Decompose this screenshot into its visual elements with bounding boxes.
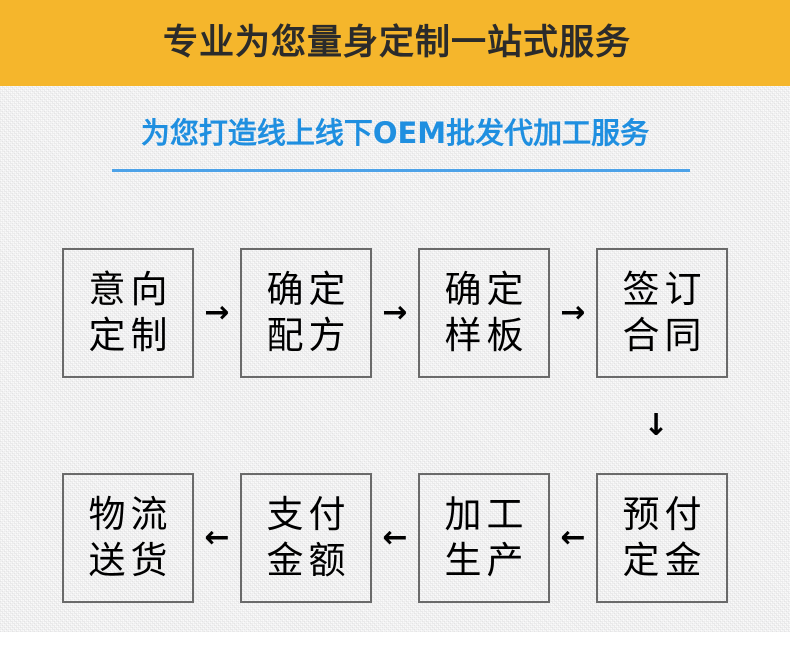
node-line-1: 意向: [88, 267, 173, 311]
flow-node-intent-customization[interactable]: 意向 定制: [62, 248, 194, 378]
subtitle-divider: [112, 169, 690, 172]
node-line-2: 配方: [266, 314, 351, 357]
node-line-1: 预付: [622, 492, 707, 536]
node-line-1: 加工: [444, 492, 529, 536]
node-line-1: 确定: [266, 267, 351, 311]
flow-node-pay-balance[interactable]: 支付 金额: [240, 473, 372, 603]
subtitle-text: 为您打造线上线下OEM批发代加工服务: [140, 116, 650, 150]
arrow-left-icon-1: ←: [204, 520, 230, 555]
arrow-down-icon: ↓: [643, 408, 669, 443]
flow-row-bottom: 物流 送货 ← 支付 金额 ← 加工 生产 ← 预付 定金: [0, 473, 790, 603]
flow-node-confirm-sample[interactable]: 确定 样板: [418, 248, 550, 378]
header-banner: 专业为您量身定制一站式服务: [0, 0, 790, 86]
node-line-2: 定制: [88, 314, 173, 357]
flow-node-sign-contract[interactable]: 签订 合同: [596, 248, 728, 378]
flow-row-top: 意向 定制 → 确定 配方 → 确定 样板 → 签订 合同: [0, 248, 790, 378]
node-line-2: 送货: [88, 539, 173, 582]
node-line-2: 样板: [444, 314, 529, 357]
arrow-left-icon-3: ←: [560, 520, 586, 555]
node-line-2: 金额: [266, 539, 351, 582]
node-line-2: 生产: [444, 539, 529, 582]
subtitle-block: 为您打造线上线下OEM批发代加工服务: [0, 116, 790, 150]
node-line-1: 签订: [622, 267, 707, 311]
node-line-1: 支付: [266, 492, 351, 536]
arrow-right-icon-2: →: [382, 295, 408, 330]
arrow-right-icon-1: →: [204, 295, 230, 330]
node-line-1: 物流: [88, 492, 173, 536]
arrow-right-icon-3: →: [560, 295, 586, 330]
node-line-2: 合同: [622, 314, 707, 357]
node-line-1: 确定: [444, 267, 529, 311]
background-texture: [0, 86, 790, 632]
flow-node-production[interactable]: 加工 生产: [418, 473, 550, 603]
banner-title: 专业为您量身定制一站式服务: [162, 22, 631, 63]
flow-node-logistics-delivery[interactable]: 物流 送货: [62, 473, 194, 603]
flow-node-confirm-formula[interactable]: 确定 配方: [240, 248, 372, 378]
flow-node-prepay-deposit[interactable]: 预付 定金: [596, 473, 728, 603]
arrow-left-icon-2: ←: [382, 520, 408, 555]
node-line-2: 定金: [622, 539, 707, 582]
